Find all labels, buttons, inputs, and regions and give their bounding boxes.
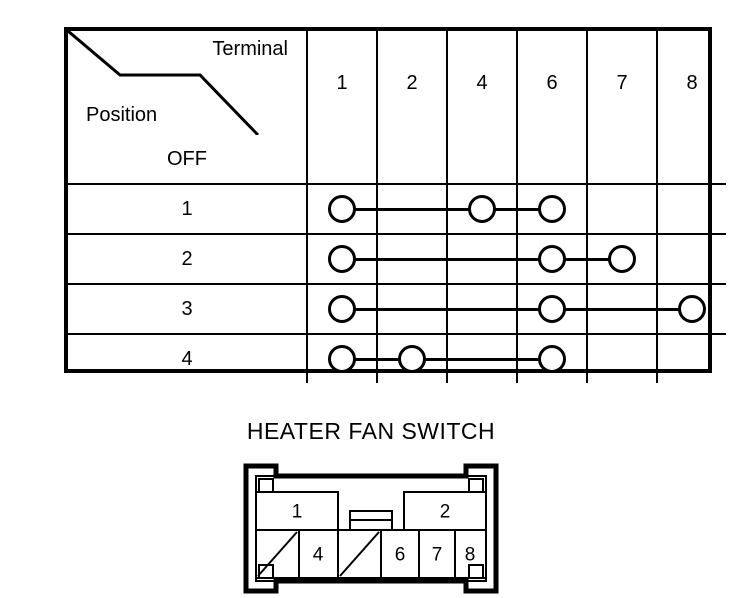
cell-1-terminal-4 bbox=[446, 183, 518, 235]
cell-2-terminal-1 bbox=[306, 233, 378, 285]
continuity-node bbox=[468, 195, 496, 223]
continuity-node bbox=[328, 245, 356, 273]
position-label-off: OFF bbox=[68, 135, 308, 185]
cell-1-terminal-7 bbox=[586, 183, 658, 235]
continuity-wire bbox=[588, 308, 656, 311]
cell-3-terminal-4 bbox=[446, 283, 518, 335]
connector-bottom-cell-4-label: 4 bbox=[313, 545, 324, 566]
position-axis-label: Position bbox=[86, 104, 158, 126]
continuity-wire bbox=[378, 308, 446, 311]
cell-2-terminal-2 bbox=[376, 233, 448, 285]
connector-bottom-cell-8-label: 8 bbox=[465, 545, 476, 566]
table-row: 4 bbox=[68, 333, 726, 383]
cell-off-terminal-7 bbox=[586, 135, 658, 185]
cell-off-terminal-1 bbox=[306, 135, 378, 185]
terminal-header-1: 1 bbox=[306, 31, 378, 135]
connector-bottom-cell-8 bbox=[454, 529, 487, 579]
position-label-1: 1 bbox=[68, 183, 308, 235]
cell-1-terminal-8 bbox=[656, 183, 726, 235]
continuity-wire bbox=[378, 258, 446, 261]
continuity-wire bbox=[518, 358, 552, 361]
cell-3-terminal-1 bbox=[306, 283, 378, 335]
table-row: 2 bbox=[68, 233, 726, 285]
terminal-header-6: 6 bbox=[516, 31, 588, 135]
continuity-node bbox=[538, 345, 566, 373]
cell-4-terminal-6 bbox=[516, 333, 588, 383]
continuity-wire bbox=[342, 358, 376, 361]
terminal-header-2: 2 bbox=[376, 31, 448, 135]
continuity-node bbox=[538, 245, 566, 273]
connector-bottom-cell-3-diagonal bbox=[339, 531, 380, 577]
cell-2-terminal-4 bbox=[446, 233, 518, 285]
cell-2-terminal-7 bbox=[586, 233, 658, 285]
continuity-node bbox=[608, 245, 636, 273]
cell-2-terminal-8 bbox=[656, 233, 726, 285]
table-header: Terminal Position 1 2 4 6 7 8 bbox=[68, 31, 726, 135]
cell-3-terminal-2 bbox=[376, 283, 448, 335]
continuity-wire bbox=[342, 208, 376, 211]
cell-2-terminal-6 bbox=[516, 233, 588, 285]
cell-4-terminal-4 bbox=[446, 333, 518, 383]
continuity-node bbox=[328, 195, 356, 223]
continuity-wire bbox=[518, 208, 552, 211]
continuity-wire bbox=[378, 208, 446, 211]
continuity-wire bbox=[448, 358, 516, 361]
cell-1-terminal-6 bbox=[516, 183, 588, 235]
continuity-node bbox=[538, 295, 566, 323]
locking-tab-top-left bbox=[258, 478, 274, 493]
connector-top-cell-2-label: 2 bbox=[440, 502, 451, 523]
table-row: 3 bbox=[68, 283, 726, 335]
header-corner-cell: Terminal Position bbox=[68, 31, 308, 135]
connector-bottom-cell-7-label: 7 bbox=[432, 545, 443, 566]
continuity-wire bbox=[448, 258, 516, 261]
continuity-node bbox=[678, 295, 706, 323]
position-label-3: 3 bbox=[68, 283, 308, 335]
corner-diagonal-divider bbox=[68, 31, 306, 135]
table-row: OFF bbox=[68, 135, 726, 185]
continuity-node bbox=[328, 345, 356, 373]
locking-tab-bottom-right bbox=[468, 564, 484, 579]
cell-4-terminal-1 bbox=[306, 333, 378, 383]
locking-tab-top-right bbox=[468, 478, 484, 493]
cell-1-terminal-1 bbox=[306, 183, 378, 235]
continuity-node bbox=[538, 195, 566, 223]
cell-3-terminal-8 bbox=[656, 283, 726, 335]
continuity-wire bbox=[588, 258, 622, 261]
connector-top-cell-1-label: 1 bbox=[292, 502, 303, 523]
terminal-header-7: 7 bbox=[586, 31, 658, 135]
cell-off-terminal-2 bbox=[376, 135, 448, 185]
connector-svg: 1 2 4 6 7 8 bbox=[243, 463, 499, 594]
diagram-caption: HEATER FAN SWITCH bbox=[246, 418, 496, 444]
header-row: Terminal Position 1 2 4 6 7 8 bbox=[68, 31, 726, 135]
terminal-header-8: 8 bbox=[656, 31, 726, 135]
continuity-wire bbox=[658, 308, 692, 311]
cell-1-terminal-2 bbox=[376, 183, 448, 235]
cell-off-terminal-8 bbox=[656, 135, 726, 185]
terminal-axis-label: Terminal bbox=[212, 38, 288, 60]
continuity-wire bbox=[448, 308, 516, 311]
position-label-2: 2 bbox=[68, 233, 308, 285]
cell-4-terminal-2 bbox=[376, 333, 448, 383]
terminal-header-4: 4 bbox=[446, 31, 518, 135]
connector-outer-shell bbox=[243, 463, 499, 594]
cell-3-terminal-6 bbox=[516, 283, 588, 335]
continuity-node bbox=[328, 295, 356, 323]
cell-4-terminal-8 bbox=[656, 333, 726, 383]
cell-3-terminal-7 bbox=[586, 283, 658, 335]
position-label-4: 4 bbox=[68, 333, 308, 383]
continuity-wire bbox=[342, 308, 376, 311]
cell-4-terminal-7 bbox=[586, 333, 658, 383]
cell-off-terminal-4 bbox=[446, 135, 518, 185]
continuity-wire bbox=[342, 258, 376, 261]
connector-bottom-cell-6-label: 6 bbox=[395, 545, 406, 566]
continuity-node bbox=[398, 345, 426, 373]
connector-bottom-cell-1-diagonal bbox=[257, 531, 298, 577]
table-row: 1 bbox=[68, 183, 726, 235]
connector-pinout-diagram: 1 2 4 6 7 8 bbox=[243, 463, 499, 594]
cell-off-terminal-6 bbox=[516, 135, 588, 185]
